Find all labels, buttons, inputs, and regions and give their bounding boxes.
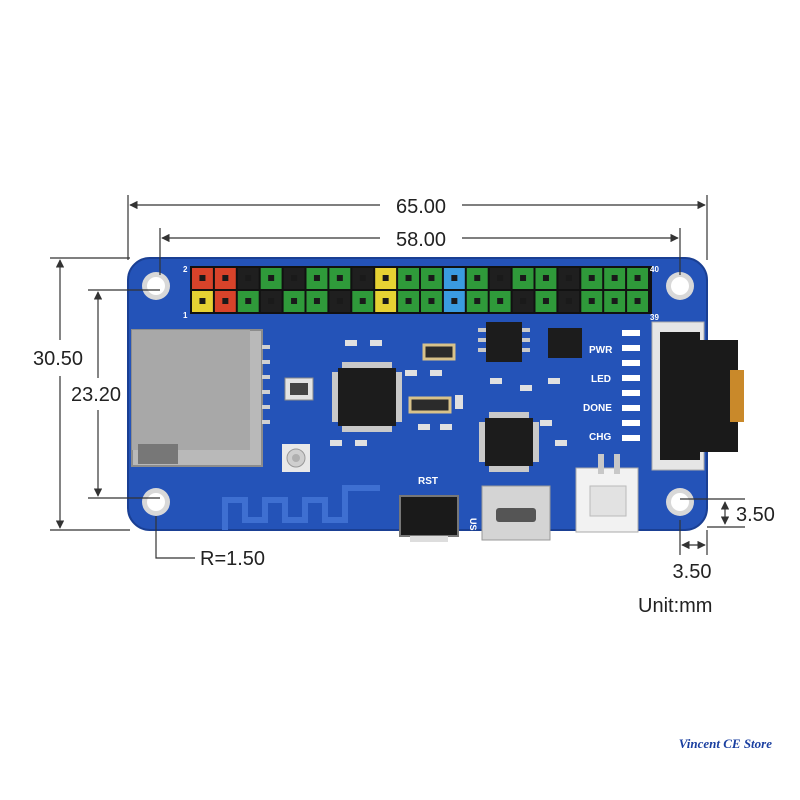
capacitor: [422, 343, 456, 361]
gpio-pin-tip: [313, 298, 320, 304]
gpio-pin-tip: [520, 298, 527, 304]
gpio-pin-tip: [474, 275, 481, 281]
gpio-pin-tip: [451, 298, 458, 304]
gpio-pin-tip: [474, 298, 481, 304]
gpio-pin-tip: [336, 298, 343, 304]
dim-label-card-height: 23.20: [71, 384, 121, 406]
mounting-hole-top-left: [142, 272, 170, 300]
mounting-hole-bottom-right: [666, 488, 694, 516]
camera-connector: [651, 321, 744, 471]
crystal-oscillator: [284, 377, 314, 401]
silk-chg: CHG: [589, 432, 611, 443]
capacitor: [408, 396, 452, 414]
gpio-pin-tip: [291, 275, 298, 281]
gpio-pin-tip: [291, 298, 298, 304]
gpio-pin-tip: [542, 275, 549, 281]
antenna-trace: [222, 485, 380, 530]
store-watermark: Vincent CE Store: [678, 736, 772, 751]
gpio-pin-tip: [382, 298, 389, 304]
secondary-chip: [479, 412, 539, 472]
gpio-pin-tip: [428, 298, 435, 304]
microsd-card-slot: [131, 329, 270, 467]
gpio-pin-tip: [634, 275, 641, 281]
dim-label-total-width: 65.00: [396, 196, 446, 218]
gpio-pin-tip: [199, 298, 206, 304]
silk-pwr: PWR: [589, 345, 613, 356]
gpio-pin-tip: [497, 298, 504, 304]
regulator-chip: [548, 328, 582, 358]
silk-led: LED: [591, 374, 611, 385]
gpio-pin-tip: [268, 275, 275, 281]
dim-label-edge-offset-x: 3.50: [673, 561, 712, 583]
smd-components: [330, 340, 567, 446]
dim-label-header-width: 58.00: [396, 229, 446, 251]
gpio-pin-tip: [588, 298, 595, 304]
micro-usb-port: [481, 485, 551, 541]
dim-leader-radius: [155, 516, 195, 559]
gpio-pin-tip: [611, 275, 618, 281]
gpio-pin-tip: [405, 275, 412, 281]
pin-label-1: 1: [183, 311, 188, 320]
pin-label-40: 40: [650, 265, 659, 274]
reset-button: [399, 495, 459, 542]
mounting-hole-bottom-left: [142, 488, 170, 516]
gpio-pin-tip: [405, 298, 412, 304]
silk-rst: RST: [418, 476, 438, 487]
gpio-pin-tip: [245, 275, 252, 281]
gpio-pin-tip: [634, 298, 641, 304]
gpio-pin-tip: [588, 275, 595, 281]
silk-done: DONE: [583, 403, 612, 414]
gpio-pin-tip: [336, 275, 343, 281]
gpio-pin-tip: [359, 275, 366, 281]
gpio-pin-tip: [542, 298, 549, 304]
led-indicators: [622, 330, 640, 441]
gpio-pin-tip: [359, 298, 366, 304]
gpio-pin-tip: [268, 298, 275, 304]
gpio-pin-tip: [245, 298, 252, 304]
gpio-header: [190, 266, 652, 314]
dimension-annotations: [50, 195, 745, 559]
gpio-pin-tip: [451, 275, 458, 281]
unit-label: Unit:mm: [638, 595, 712, 617]
gpio-pin-tip: [497, 275, 504, 281]
dim-label-board-height: 30.50: [33, 348, 83, 370]
pin-label-2: 2: [183, 265, 188, 274]
gpio-pin-tip: [313, 275, 320, 281]
pcb-board: 2 1 40 39: [127, 257, 744, 542]
mounting-hole-top-right: [666, 272, 694, 300]
main-chip: [332, 362, 402, 432]
dim-label-edge-offset-y: 3.50: [736, 504, 775, 526]
gpio-pin-tip: [382, 275, 389, 281]
pin-label-39: 39: [650, 313, 659, 322]
flash-chip: [478, 322, 530, 362]
gpio-pin-tip: [565, 275, 572, 281]
gpio-pin-tip: [199, 275, 206, 281]
gpio-pin-tip: [611, 298, 618, 304]
silk-usb: USB: [468, 518, 478, 538]
dim-label-hole-radius: R=1.50: [200, 548, 265, 570]
gpio-pin-tip: [428, 275, 435, 281]
gpio-pin-tip: [520, 275, 527, 281]
battery-connector: [575, 454, 639, 533]
gpio-pin-tip: [222, 298, 229, 304]
gpio-pin-tip: [565, 298, 572, 304]
gpio-pin-tip: [222, 275, 229, 281]
antenna-connector: [282, 444, 310, 472]
